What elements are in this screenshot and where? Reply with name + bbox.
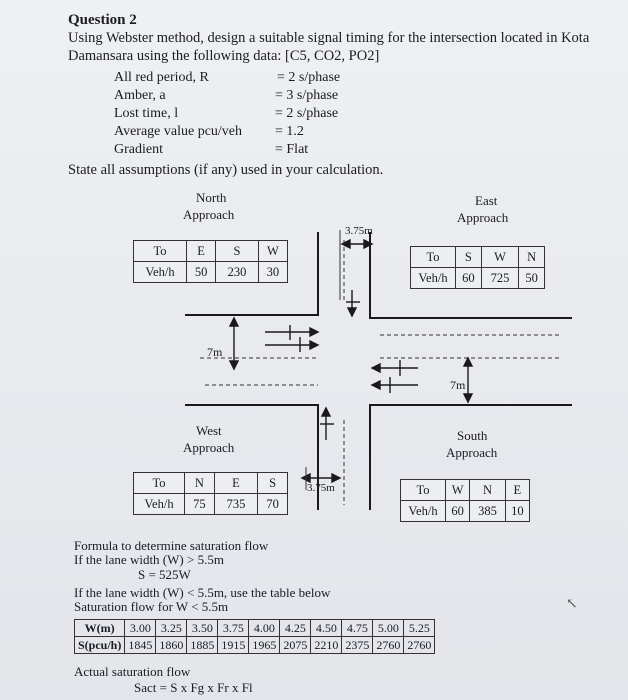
sat-s-6: 2075 xyxy=(279,636,312,654)
param-value-lost-time: = 2 s/phase xyxy=(275,106,339,121)
sat-w-5: 4.00 xyxy=(248,619,281,637)
formula-line-5: Saturation flow for W < 5.5m xyxy=(74,599,229,614)
sat-s-10: 2760 xyxy=(403,636,436,654)
north-head-e: E xyxy=(185,240,217,262)
south-val-e: 10 xyxy=(504,500,531,522)
formula-line-3: S = 525W xyxy=(138,567,191,582)
west-row-label: Veh/h xyxy=(133,493,185,515)
actual-saturation-title: Actual saturation flow xyxy=(74,664,191,679)
sat-w-2: 3.25 xyxy=(155,619,188,637)
param-label-lost-time: Lost time, l xyxy=(114,106,179,121)
sat-s-4: 1915 xyxy=(217,636,250,654)
sat-w-1: 3.00 xyxy=(124,619,157,637)
actual-saturation-formula: Sact = S x Fg x Fr x Fl xyxy=(134,680,253,695)
dim-right-width: 7m xyxy=(450,378,466,392)
dim-left-width: 7m xyxy=(207,345,223,359)
south-approach-title-2: Approach xyxy=(446,445,498,460)
formula-line-2: If the lane width (W) > 5.5m xyxy=(74,552,224,567)
param-label-pcu: Average value pcu/veh xyxy=(114,124,243,139)
sat-s-9: 2760 xyxy=(372,636,405,654)
south-approach-title-1: South xyxy=(457,428,488,443)
north-approach-title-2: Approach xyxy=(183,207,235,222)
sat-w-label: W(m) xyxy=(73,619,126,637)
sat-w-4: 3.75 xyxy=(217,619,250,637)
west-val-e: 735 xyxy=(213,493,259,515)
sat-s-1: 1845 xyxy=(124,636,157,654)
north-approach-title-1: North xyxy=(196,190,227,205)
north-west-curb xyxy=(185,232,319,316)
east-volume-table: To S W N Veh/h 60 725 50 xyxy=(410,246,545,289)
west-head-to: To xyxy=(133,472,185,494)
saturation-flow-table: W(m) 3.00 3.25 3.50 3.75 4.00 4.25 4.50 … xyxy=(73,619,436,654)
east-approach-title-2: Approach xyxy=(457,210,509,225)
question-line-2: Damansara using the following data: [C5,… xyxy=(68,48,380,64)
sat-s-2: 1860 xyxy=(155,636,188,654)
north-east-curb xyxy=(369,232,572,319)
param-value-all-red: = 2 s/phase xyxy=(277,70,341,85)
north-val-e: 50 xyxy=(185,261,217,283)
formula-line-4: If the lane width (W) < 5.5m, use the ta… xyxy=(74,585,331,600)
formula-line-1: Formula to determine saturation flow xyxy=(74,538,269,553)
sat-s-label: S(pcu/h) xyxy=(73,636,126,654)
question-line-1: Using Webster method, design a suitable … xyxy=(68,30,590,46)
assumptions-line: State all assumptions (if any) used in y… xyxy=(68,162,384,178)
west-approach-title-1: West xyxy=(196,423,222,438)
sat-w-6: 4.25 xyxy=(279,619,312,637)
east-row-label: Veh/h xyxy=(410,267,456,289)
param-label-gradient: Gradient xyxy=(114,142,163,157)
west-val-n: 75 xyxy=(184,493,215,515)
east-head-n: N xyxy=(518,246,545,268)
sat-w-8: 4.75 xyxy=(341,619,374,637)
north-val-w: 30 xyxy=(257,261,289,283)
param-label-amber: Amber, a xyxy=(114,88,166,103)
saturation-row-w: W(m) 3.00 3.25 3.50 3.75 4.00 4.25 4.50 … xyxy=(73,619,436,637)
dim-top-width: 3.75m xyxy=(345,225,373,237)
south-east-curb xyxy=(369,404,572,510)
north-val-s: 230 xyxy=(215,261,259,283)
south-volume-table: To W N E Veh/h 60 385 10 xyxy=(400,479,531,522)
west-volume-table: To N E S Veh/h 75 735 70 xyxy=(133,472,288,515)
param-value-pcu: = 1.2 xyxy=(275,124,304,139)
east-val-s: 60 xyxy=(455,267,482,289)
east-val-n: 50 xyxy=(518,267,545,289)
sat-s-3: 1885 xyxy=(186,636,219,654)
saturation-row-s: S(pcu/h) 1845 1860 1885 1915 1965 2075 2… xyxy=(73,636,436,654)
param-label-all-red: All red period, R xyxy=(114,70,209,85)
sat-s-7: 2210 xyxy=(310,636,343,654)
dim-bottom-width: 3.75m xyxy=(307,482,335,494)
param-value-amber: = 3 s/phase xyxy=(275,88,339,103)
east-val-w: 725 xyxy=(480,267,520,289)
south-val-n: 385 xyxy=(469,500,506,522)
mouse-cursor-icon: ↖ xyxy=(566,597,578,612)
east-approach-title-1: East xyxy=(475,193,498,208)
question-title: Question 2 xyxy=(68,12,137,28)
param-value-gradient: = Flat xyxy=(275,142,309,157)
sat-w-7: 4.50 xyxy=(310,619,343,637)
sat-w-10: 5.25 xyxy=(403,619,436,637)
sat-s-5: 1965 xyxy=(248,636,281,654)
west-approach-title-2: Approach xyxy=(183,440,235,455)
south-row-label: Veh/h xyxy=(400,500,446,522)
sat-w-3: 3.50 xyxy=(186,619,219,637)
south-west-curb xyxy=(185,404,319,510)
sat-w-9: 5.00 xyxy=(372,619,405,637)
sat-s-8: 2375 xyxy=(341,636,374,654)
north-volume-table: To E S W Veh/h 50 230 30 xyxy=(133,240,289,283)
west-val-s: 70 xyxy=(257,493,288,515)
